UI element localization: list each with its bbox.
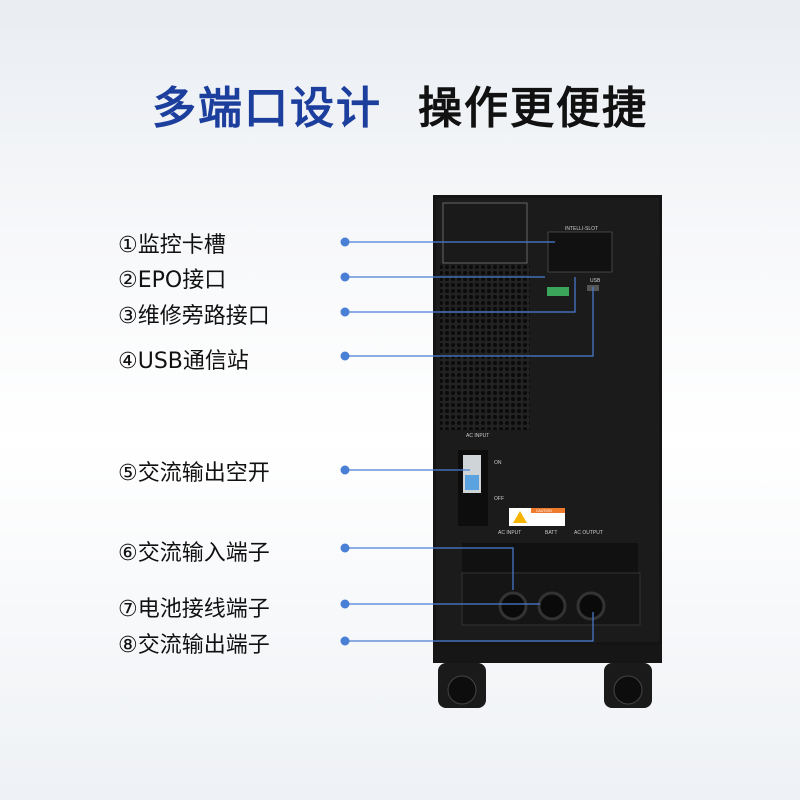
usb-text: USB (590, 278, 601, 284)
breaker-title-text: AC INPUT (466, 433, 489, 439)
feature-label-battery-terminal: ⑦电池接线端子 (118, 597, 270, 622)
feature-label-epo: ②EPO接口 (118, 268, 227, 293)
terminal-ac-output-text: AC OUTPUT (574, 530, 603, 536)
casters (433, 645, 662, 708)
callout-lines (345, 241, 594, 642)
callout-dots (340, 237, 350, 646)
feature-label-usb: ④USB通信站 (118, 349, 249, 374)
caution-text: CAUTION (536, 509, 552, 513)
ups-body: INTELLI-SLOT USB AC INPUT ON OFF CAUTION… (433, 195, 662, 645)
headline-part2: 操作更便捷 (418, 83, 648, 134)
headline: 多端口设计操作更便捷 (0, 72, 800, 136)
feature-label-output-breaker: ⑤交流输出空开 (118, 461, 270, 486)
on-text: ON (494, 460, 502, 466)
terminal-batt-text: BATT (545, 530, 557, 536)
headline-part1: 多端口设计 (152, 83, 382, 134)
feature-label-input-terminal: ⑥交流输入端子 (118, 541, 270, 566)
feature-label-monitor-slot: ①监控卡槽 (118, 233, 226, 258)
feature-label-output-terminal: ⑧交流输出端子 (118, 633, 270, 658)
terminal-ac-input-text: AC INPUT (498, 530, 521, 536)
feature-label-bypass: ③维修旁路接口 (118, 304, 270, 329)
intelli-slot-text: INTELLI-SLOT (565, 226, 598, 232)
off-text: OFF (494, 496, 504, 502)
